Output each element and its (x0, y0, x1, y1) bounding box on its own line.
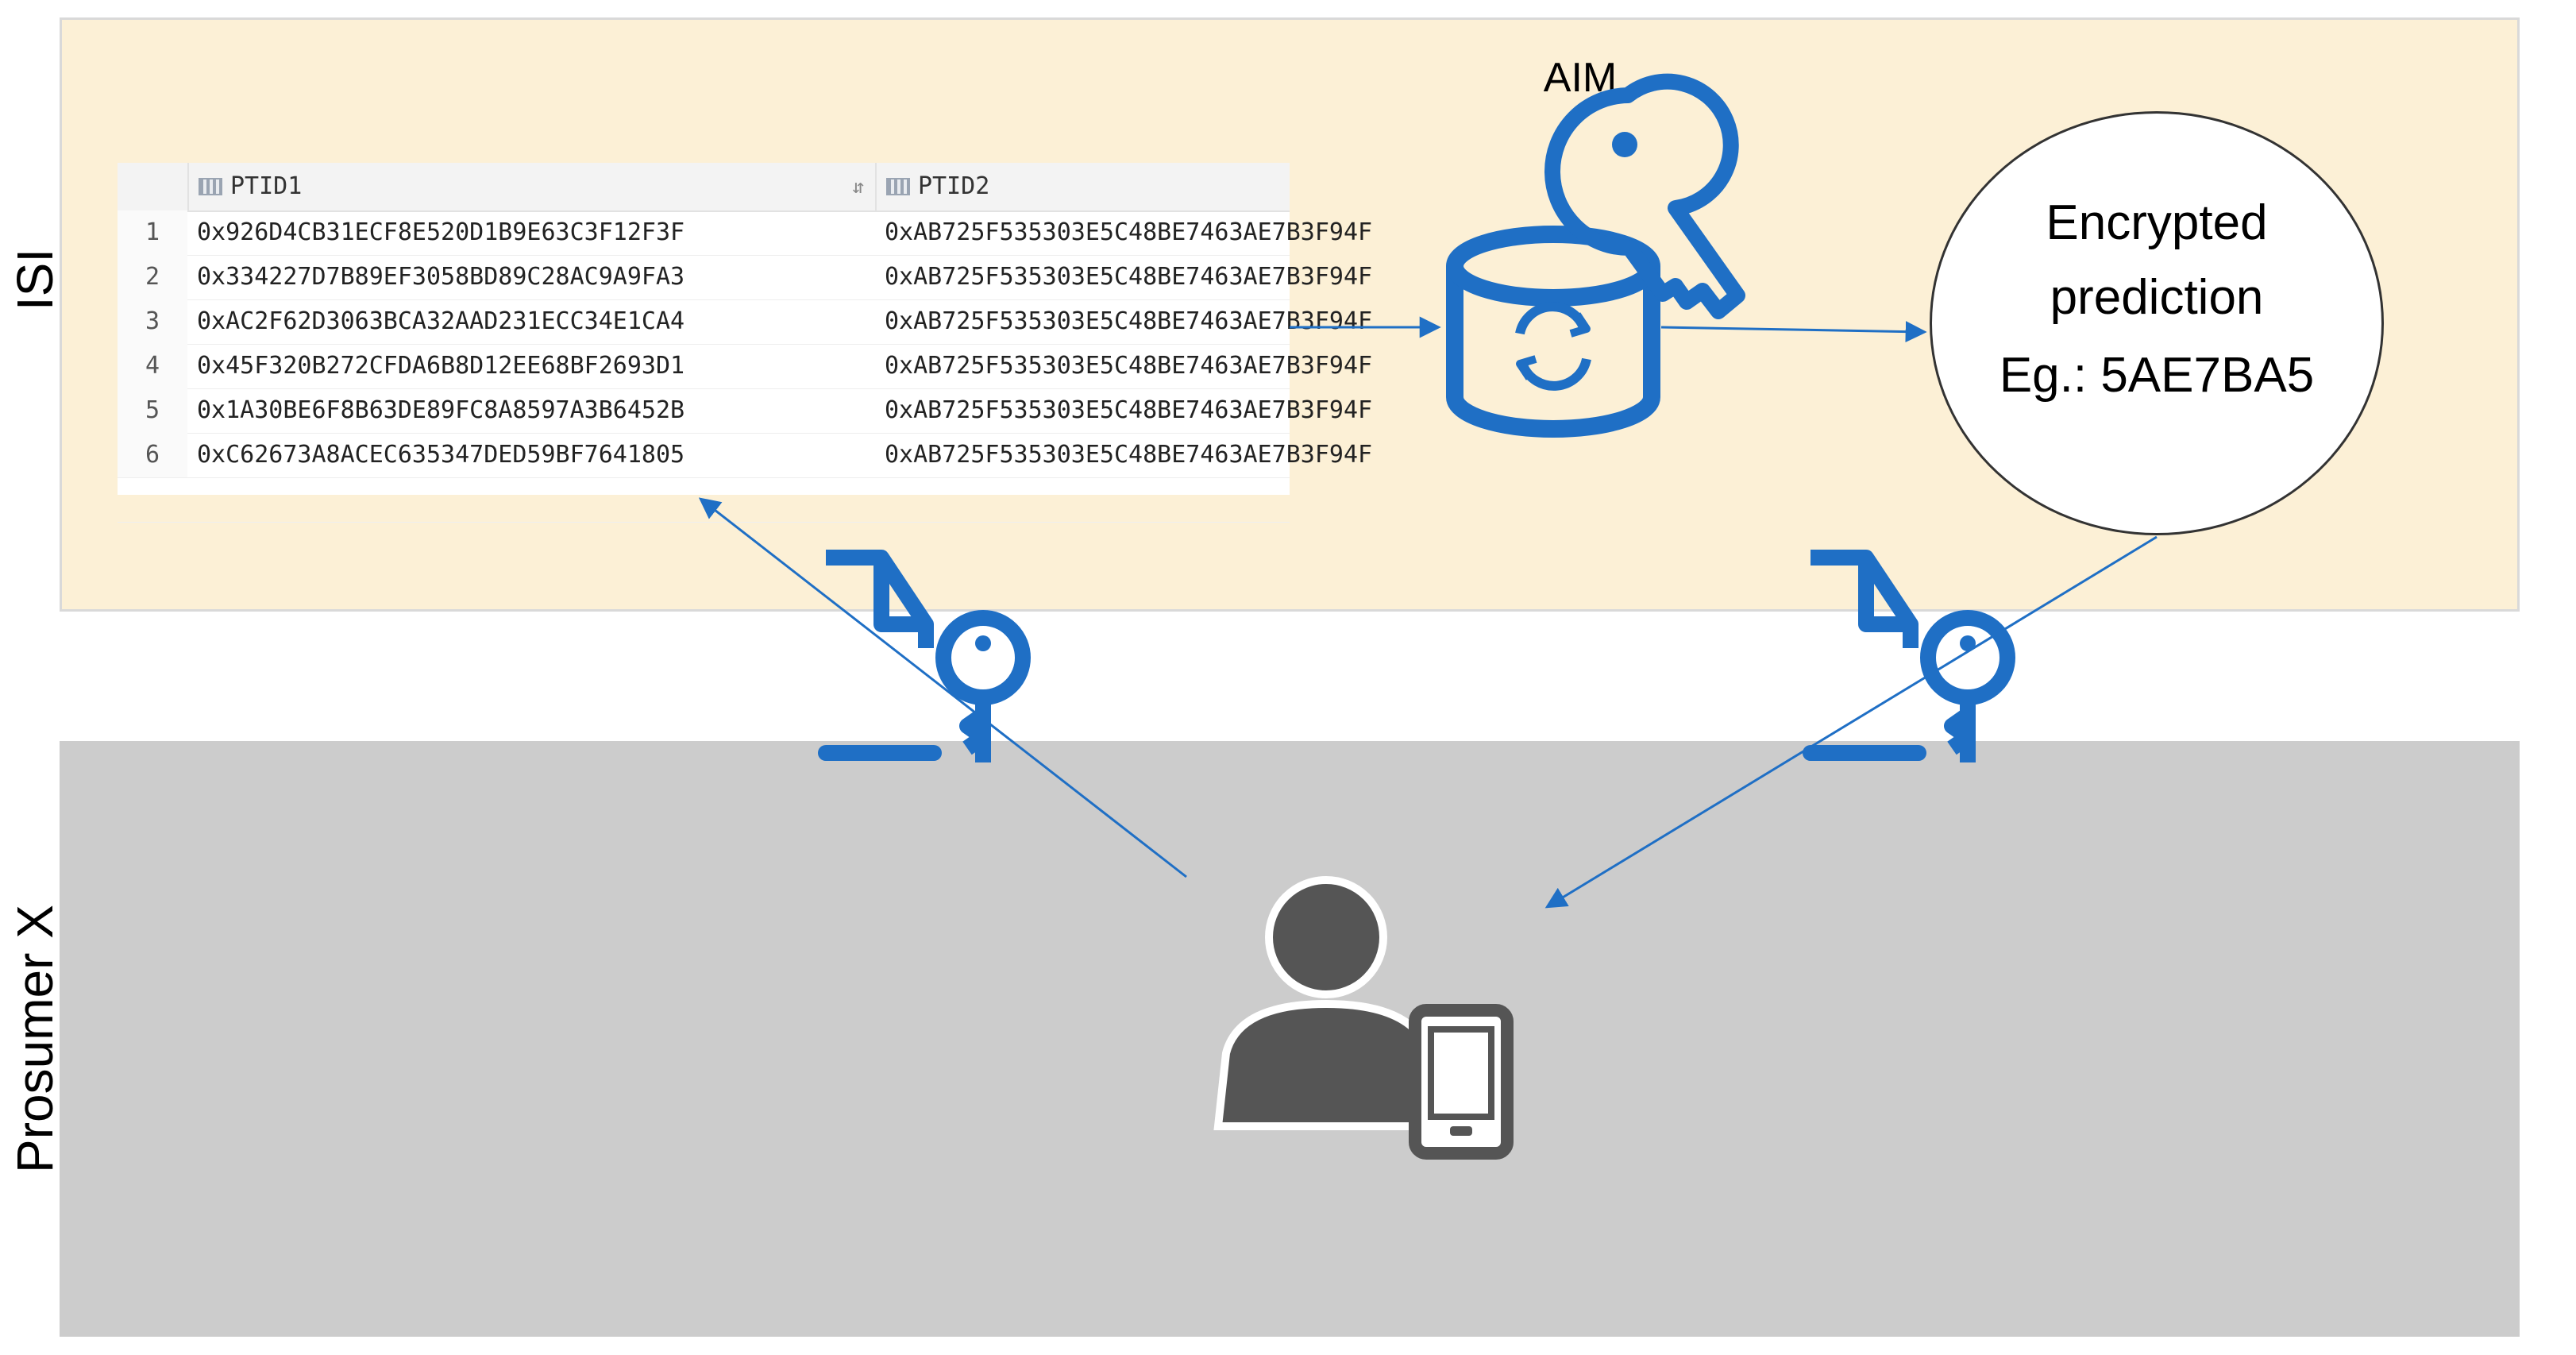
table-row[interactable]: 3 0xAC2F62D3063BCA32AAD231ECC34E1CA4 0xA… (118, 299, 1372, 345)
table-header: PTID1 ⇵ PTID2 (118, 163, 1290, 212)
header-ptid1-label: PTID1 (230, 172, 303, 200)
table-row-partial (118, 477, 1290, 523)
document-key-icon (818, 550, 1031, 762)
ptid-table: PTID1 ⇵ PTID2 1 0x926D4CB31ECF8E520D1B9E… (118, 163, 1372, 523)
row-index: 4 (118, 344, 187, 388)
prediction-line2: prediction (2050, 270, 2264, 325)
header-ptid2-label: PTID2 (918, 172, 990, 200)
header-ptid1[interactable]: PTID1 ⇵ (187, 163, 875, 210)
ptid2-cell: 0xAB725F535303E5C48BE7463AE7B3F94F (885, 263, 1373, 291)
user-with-phone-icon (1213, 876, 1514, 1160)
prediction-example: Eg.: 5AE7BA5 (1999, 348, 2315, 403)
ptid1-cell: 0x45F320B272CFDA6B8D12EE68BF2693D1 (197, 352, 685, 380)
row-index: 1 (118, 210, 187, 255)
row-index: 2 (118, 255, 187, 299)
database-sync-key-icon (1446, 73, 1745, 438)
ptid1-cell: 0x926D4CB31ECF8E520D1B9E63C3F12F3F (197, 218, 685, 246)
ptid1-cell: 0x1A30BE6F8B63DE89FC8A8597A3B6452B (197, 396, 685, 424)
prediction-line1: Encrypted (2046, 195, 2268, 250)
document-key-icon (1803, 550, 2015, 762)
row-index: 5 (118, 388, 187, 433)
ptid2-cell: 0xAB725F535303E5C48BE7463AE7B3F94F (885, 396, 1373, 424)
table-row[interactable]: 4 0x45F320B272CFDA6B8D12EE68BF2693D1 0xA… (118, 344, 1372, 389)
header-ptid2[interactable]: PTID2 (875, 163, 1290, 210)
arrow-user-to-table (698, 497, 1187, 878)
table-row[interactable]: 2 0x334227D7B89EF3058BD89C28AC9A9FA3 0xA… (118, 255, 1372, 300)
table-row[interactable]: 6 0xC62673A8ACEC635347DED59BF7641805 0xA… (118, 433, 1372, 478)
column-icon (199, 178, 222, 195)
ptid2-cell: 0xAB725F535303E5C48BE7463AE7B3F94F (885, 218, 1373, 246)
table-row[interactable]: 1 0x926D4CB31ECF8E520D1B9E63C3F12F3F 0xA… (118, 210, 1372, 256)
table-row[interactable]: 5 0x1A30BE6F8B63DE89FC8A8597A3B6452B 0xA… (118, 388, 1372, 434)
ptid2-cell: 0xAB725F535303E5C48BE7463AE7B3F94F (885, 441, 1373, 469)
ptid1-cell: 0xC62673A8ACEC635347DED59BF7641805 (197, 441, 685, 469)
arrow-aim-to-prediction (1660, 321, 1927, 343)
sort-icon[interactable]: ⇵ (852, 176, 864, 198)
row-index: 3 (118, 299, 187, 344)
ptid2-cell: 0xAB725F535303E5C48BE7463AE7B3F94F (885, 307, 1373, 335)
row-index: 6 (118, 433, 187, 477)
ptid1-cell: 0x334227D7B89EF3058BD89C28AC9A9FA3 (197, 263, 685, 291)
arrow-prediction-to-user (1544, 535, 2158, 909)
encrypted-prediction-node: Encrypted prediction Eg.: 5AE7BA5 (1930, 111, 2384, 535)
column-icon (886, 178, 910, 195)
ptid2-cell: 0xAB725F535303E5C48BE7463AE7B3F94F (885, 352, 1373, 380)
ptid1-cell: 0xAC2F62D3063BCA32AAD231ECC34E1CA4 (197, 307, 685, 335)
